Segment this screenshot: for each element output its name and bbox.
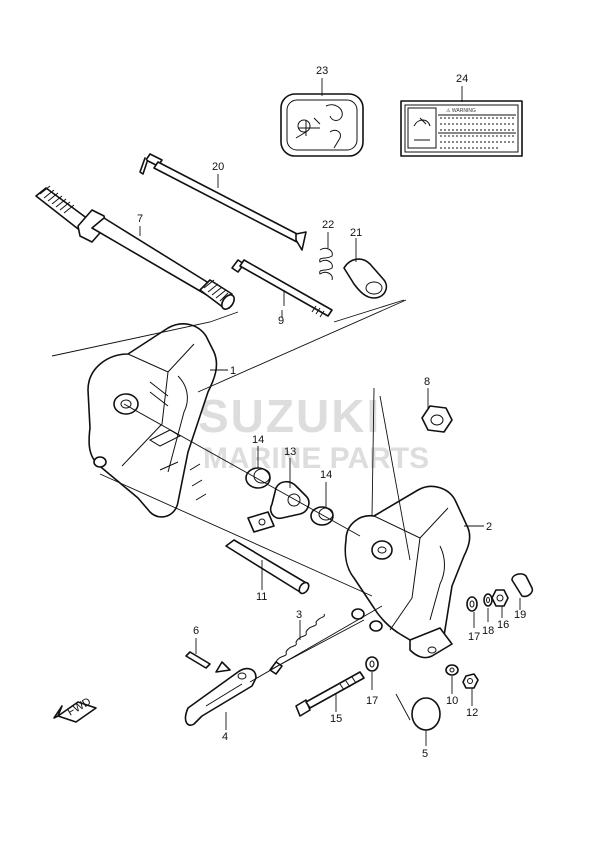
- callout-8: 8: [424, 376, 430, 388]
- part-12-nut: [462, 673, 479, 689]
- callout-9: 9: [278, 315, 284, 327]
- callout-11: 11: [256, 591, 267, 603]
- part-21-sleeve: [343, 258, 388, 299]
- part-10-washer: [445, 664, 459, 676]
- callout-6: 6: [193, 625, 199, 637]
- callout-10: 10: [446, 695, 458, 707]
- callout-18: 18: [482, 625, 494, 637]
- part-19-cap: [511, 573, 534, 598]
- callout-15: 15: [330, 713, 342, 725]
- fwd-arrow-icon: FWD: [53, 696, 97, 723]
- watermark-sub: MARINE PARTS: [203, 442, 429, 475]
- part-20-rod: [139, 153, 307, 251]
- part-18-washer: [483, 593, 493, 607]
- part-1-bracket: [87, 323, 218, 518]
- warning-label-heading: ⚠ WARNING: [446, 108, 476, 114]
- callout-16: 16: [497, 619, 509, 631]
- part-4-lever: [184, 661, 257, 726]
- part-9-bolt: [231, 259, 333, 318]
- callouts: 23 24 20 7 22 21 9 1 8 14 13 14 2 11 3 6…: [137, 65, 526, 760]
- watermark-brand: SUZUKI: [198, 390, 381, 442]
- callout-14-left: 14: [252, 434, 264, 446]
- part-16-nut: [491, 589, 509, 607]
- callout-5: 5: [422, 748, 428, 760]
- callout-7: 7: [137, 213, 143, 225]
- part-23-label: [280, 93, 364, 157]
- callout-13: 13: [284, 446, 296, 458]
- part-14-bushing-right: [310, 506, 334, 526]
- part-7-shaft: [35, 185, 235, 310]
- reference-lines: [51, 299, 411, 721]
- leader-lines: [139, 78, 521, 746]
- part-13-lock-plate: [247, 480, 310, 533]
- part-6-pin: [185, 651, 211, 669]
- part-15-bolt: [295, 671, 365, 717]
- callout-21: 21: [350, 227, 362, 239]
- callout-4: 4: [222, 731, 228, 743]
- callout-12: 12: [466, 707, 478, 719]
- watermark: SUZUKI MARINE PARTS: [198, 390, 429, 475]
- callout-19: 19: [514, 609, 526, 621]
- part-14-bushing-left: [245, 467, 271, 489]
- callout-20: 20: [212, 161, 224, 173]
- callout-23: 23: [316, 65, 328, 77]
- part-17-washer-b: [365, 656, 379, 672]
- callout-17b: 17: [366, 695, 378, 707]
- callout-22: 22: [322, 219, 334, 231]
- part-17-washer-a: [466, 596, 478, 612]
- part-8-nut: [421, 405, 453, 433]
- part-2-bracket: [344, 485, 471, 659]
- callout-2: 2: [486, 521, 492, 533]
- callout-3: 3: [296, 609, 302, 621]
- part-22-spring: [319, 247, 333, 281]
- callout-17a: 17: [468, 631, 480, 643]
- part-24-warning-label: ⚠ WARNING: [400, 100, 523, 157]
- part-5-cap: [411, 697, 441, 731]
- callout-14-right: 14: [320, 469, 332, 481]
- part-11-pin: [225, 539, 310, 595]
- callout-1: 1: [230, 365, 236, 377]
- callout-24: 24: [456, 73, 468, 85]
